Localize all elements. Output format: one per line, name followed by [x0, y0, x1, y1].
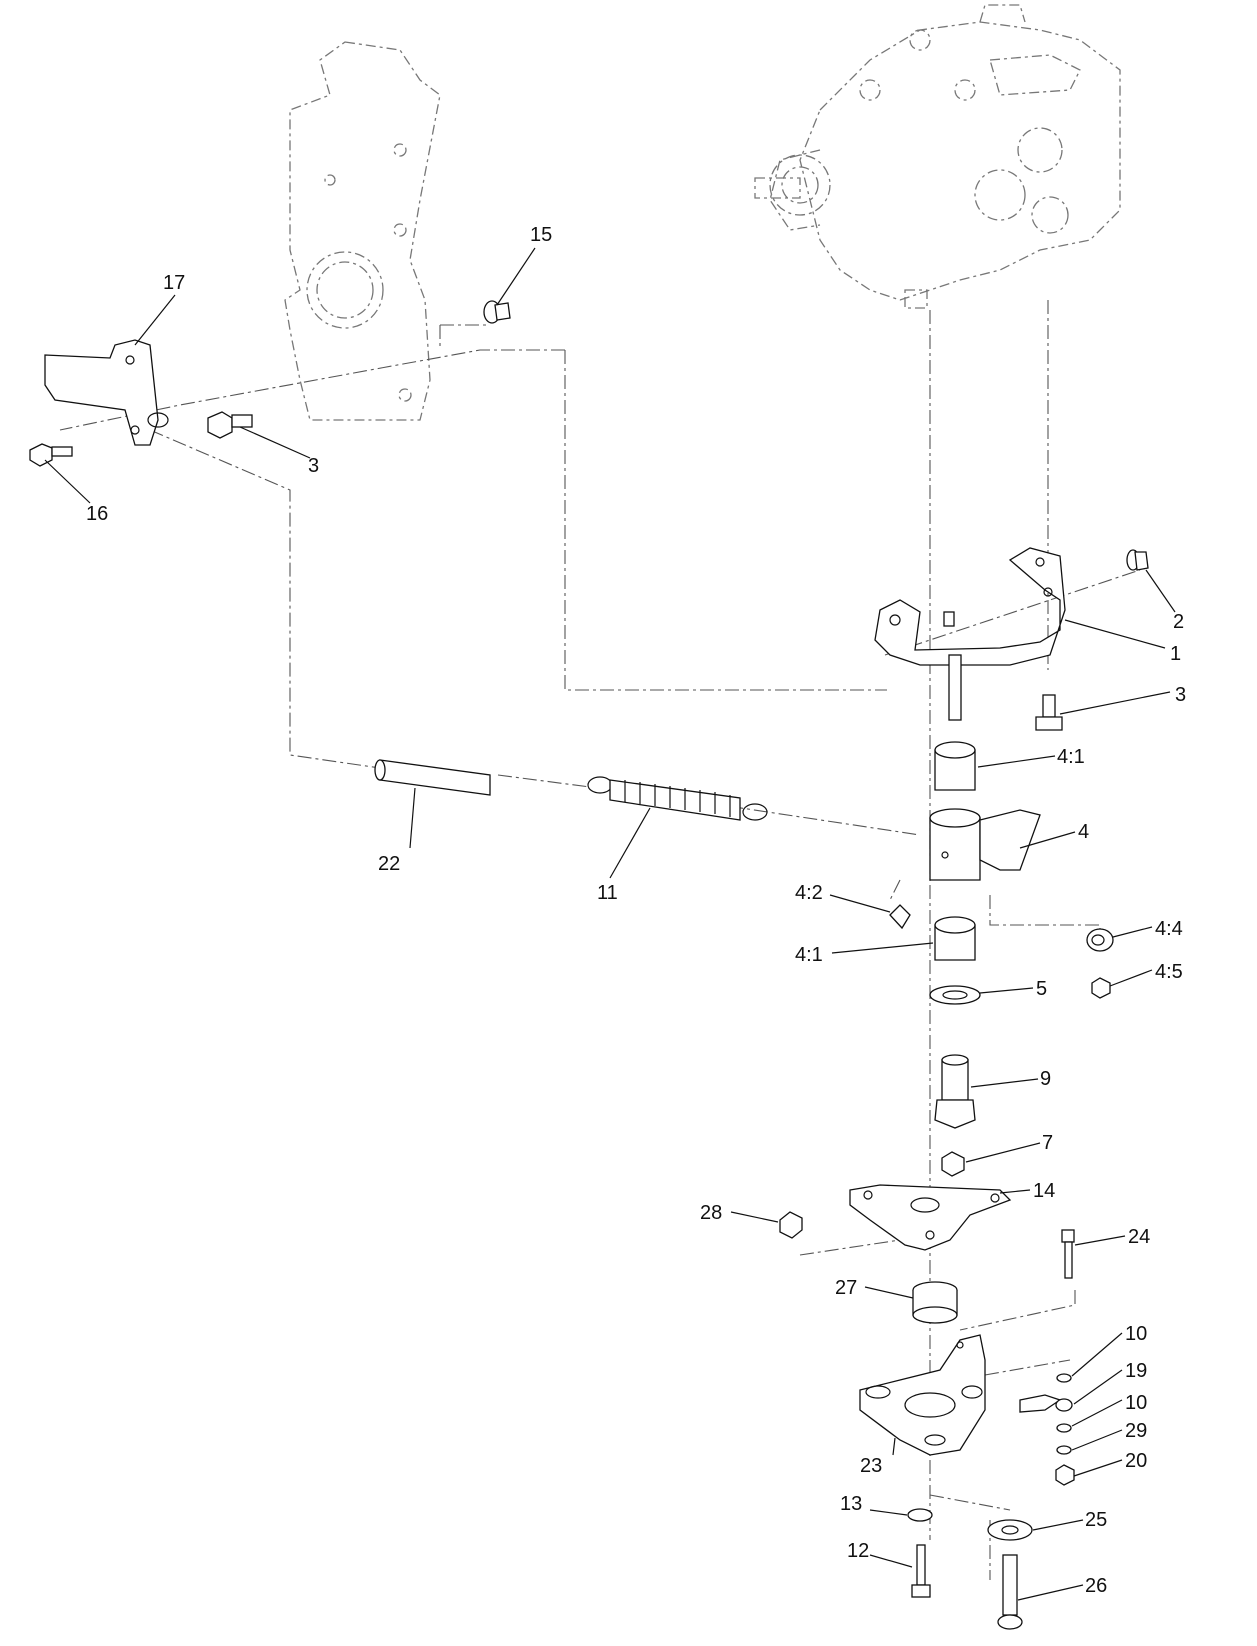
- callout-labels: 15 17 3 16 2 1 3 4:1 4 22 11 4:2 4:4 4:1…: [86, 224, 1186, 1597]
- callout-4-4: 4:4: [1155, 918, 1183, 940]
- callout-4-2: 4:2: [795, 882, 823, 904]
- part-bushing-4-1-upper: [934, 741, 976, 791]
- part-bolt-12: [911, 1544, 931, 1598]
- callout-4-5: 4:5: [1155, 961, 1183, 983]
- callout-4: 4: [1078, 821, 1089, 843]
- part-bolt-3-upper: [207, 411, 253, 439]
- part-washer-25: [987, 1519, 1033, 1541]
- callout-9: 9: [1040, 1068, 1051, 1090]
- callout-10-lower: 10: [1125, 1392, 1147, 1414]
- callout-1: 1: [1170, 643, 1181, 665]
- callout-4-1-lower: 4:1: [795, 944, 823, 966]
- callout-4-1-upper: 4:1: [1057, 746, 1085, 768]
- part-shaft-9: [934, 1054, 976, 1129]
- part-plate-14: [849, 1184, 1012, 1251]
- part-bolt-24: [1061, 1229, 1075, 1279]
- leader-lines: [44, 247, 1176, 1601]
- callout-25: 25: [1085, 1509, 1107, 1531]
- part-bracket-1: [874, 547, 1066, 721]
- callout-13: 13: [840, 1493, 862, 1515]
- part-plate-23: [859, 1334, 986, 1456]
- callout-3-lower: 3: [1175, 684, 1186, 706]
- part-washer-13: [907, 1508, 933, 1522]
- part-bushing-4-1-lower: [934, 916, 976, 961]
- callout-10-upper: 10: [1125, 1323, 1147, 1345]
- part-bearing-4-4: [1086, 928, 1114, 952]
- callout-28: 28: [700, 1202, 722, 1224]
- callout-20: 20: [1125, 1450, 1147, 1472]
- callout-7: 7: [1042, 1132, 1053, 1154]
- part-bolt-3-lower: [1035, 694, 1063, 731]
- part-bracket-17: [44, 339, 169, 446]
- part-nut-28: [779, 1211, 803, 1239]
- callout-23: 23: [860, 1455, 882, 1477]
- part-bushing-27: [912, 1281, 958, 1324]
- phantom-mounting-plate: [284, 41, 441, 421]
- callout-17: 17: [163, 272, 185, 294]
- callout-3-upper: 3: [308, 455, 319, 477]
- callout-29: 29: [1125, 1420, 1147, 1442]
- callout-14: 14: [1033, 1180, 1055, 1202]
- part-spring-11: [587, 776, 768, 821]
- phantom-hydraulic-pump: [754, 4, 1121, 309]
- part-pivot-4: [929, 808, 1041, 881]
- callout-24: 24: [1128, 1226, 1150, 1248]
- callout-15: 15: [530, 224, 552, 246]
- callout-26: 26: [1085, 1575, 1107, 1597]
- callout-12: 12: [847, 1540, 869, 1562]
- part-bolt-16: [29, 443, 73, 467]
- callout-19: 19: [1125, 1360, 1147, 1382]
- part-sleeve-22: [374, 759, 491, 796]
- part-bolt-26: [997, 1554, 1023, 1630]
- part-grease-fitting-4-2: [889, 904, 911, 930]
- part-nut-7: [941, 1151, 965, 1177]
- callout-2: 2: [1173, 611, 1184, 633]
- callout-11: 11: [597, 882, 618, 904]
- part-stack-10-19-29-20: [1019, 1373, 1075, 1486]
- part-nut-4-5: [1091, 977, 1111, 999]
- callout-16: 16: [86, 503, 108, 525]
- callout-22: 22: [378, 853, 400, 875]
- part-washer-5: [929, 985, 981, 1005]
- part-nut-2: [1126, 549, 1149, 571]
- callout-27: 27: [835, 1277, 857, 1299]
- callout-5: 5: [1036, 978, 1047, 1000]
- part-nut-15: [483, 300, 511, 324]
